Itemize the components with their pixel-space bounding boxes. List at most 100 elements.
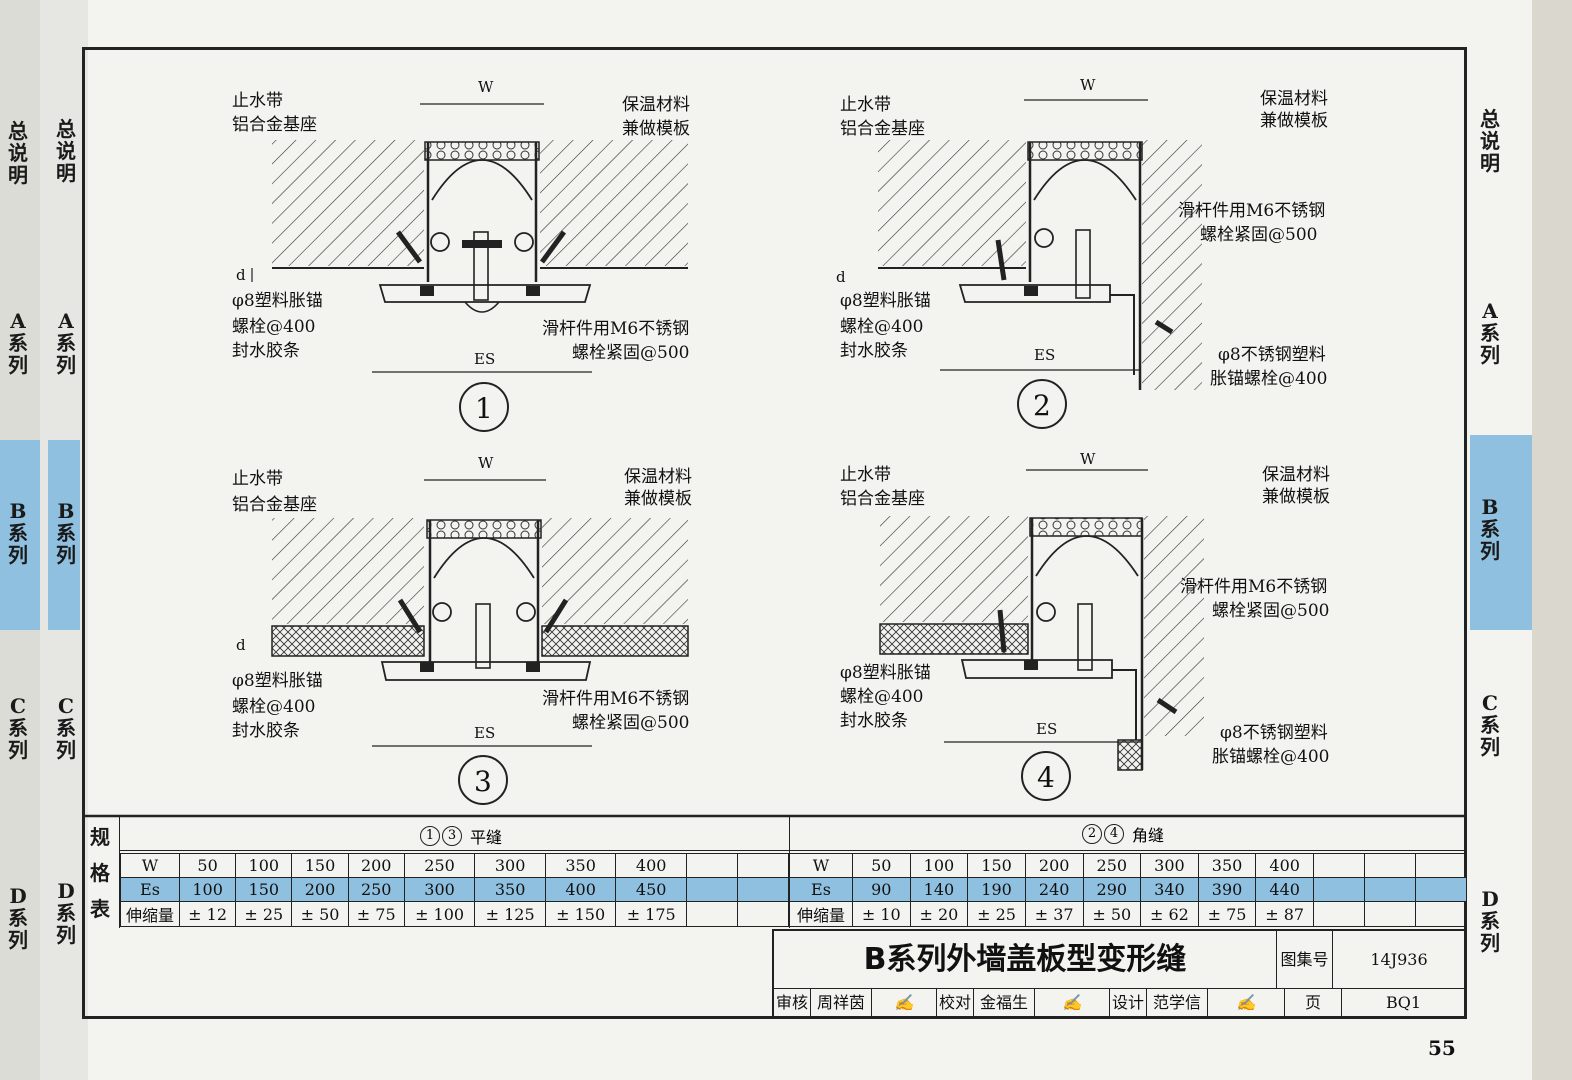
d3-bl-2: 螺栓@400	[232, 697, 315, 717]
corner-es-6: 340	[1140, 877, 1199, 902]
edge-tab-a: A系列	[8, 309, 28, 377]
corner-exp-4: ± 37	[1024, 901, 1084, 927]
tab-overview[interactable]: 总说明	[56, 117, 76, 185]
review-label: 审核	[774, 989, 811, 1017]
page-code: BQ1	[1385, 993, 1422, 1012]
d3-br-1: 滑杆件用M6不锈钢	[542, 689, 689, 709]
d4-tl-1: 止水带	[840, 465, 891, 485]
check-label: 校对	[937, 989, 974, 1017]
d3-dim-d: d	[236, 636, 246, 654]
d2-br-2: 胀锚螺栓@400	[1210, 369, 1327, 389]
right-tab-c-series[interactable]: C系列	[1480, 691, 1500, 759]
corner-exp-8: ± 87	[1255, 901, 1314, 927]
d4-br-1: φ8不锈钢塑料	[1220, 723, 1328, 743]
atlas-label: 图集号	[1277, 931, 1333, 989]
d4-tr-2: 兼做模板	[1262, 487, 1330, 507]
corner-exp-7: ± 75	[1197, 901, 1257, 927]
tab-a-series[interactable]: A系列	[56, 309, 76, 377]
d3-br-2: 螺栓紧固@500	[572, 713, 689, 733]
flat-header-text: 平缝	[470, 828, 503, 847]
spec-label-cell: 规 格 表	[82, 816, 120, 928]
corner-header-text: 角缝	[1132, 826, 1165, 845]
d3-tr-2: 兼做模板	[624, 489, 692, 509]
d2-dim-d: d	[836, 268, 846, 286]
d1-dim-es: ES	[474, 350, 495, 368]
checker-name: 金福生	[974, 989, 1035, 1017]
corner-w-8: 400	[1255, 853, 1314, 878]
flat-es-3: 200	[291, 877, 349, 902]
d2-mr-1: 滑杆件用M6不锈钢	[1178, 201, 1325, 221]
d3-tl-1: 止水带	[232, 469, 283, 489]
corner-w-6: 300	[1140, 853, 1199, 878]
corner-w-3: 150	[967, 853, 1026, 878]
detail-4	[879, 469, 1204, 771]
flat-es-5: 300	[403, 877, 476, 902]
right-blue-tab	[1470, 435, 1532, 630]
table-header-line	[120, 850, 1467, 851]
flat-exp-5: ± 100	[403, 901, 476, 927]
spec-label-2: 格	[90, 861, 110, 885]
detail-1	[251, 103, 688, 373]
corner-header-num-1: 2	[1082, 824, 1102, 844]
flat-exp-8: ± 175	[615, 901, 687, 927]
flat-es-label: Es	[120, 877, 180, 902]
d1-dim-d: d	[236, 266, 246, 284]
flat-spec-table: W 50 100 150 200 250 300 350 400 Es 100 …	[120, 853, 789, 927]
spec-label-3: 表	[90, 897, 110, 921]
signature-row: 审核 周祥茵 ✍ 校对 金福生 ✍ 设计 范学信 ✍ 页 BQ1	[774, 989, 1465, 1017]
flat-w-1: 50	[178, 853, 237, 878]
right-tab-overview[interactable]: 总说明	[1480, 107, 1500, 175]
corner-exp-label: 伸缩量	[789, 901, 853, 927]
corner-w-2: 100	[909, 853, 969, 878]
d4-number: 4	[1037, 761, 1055, 794]
right-tab-d-series[interactable]: D系列	[1480, 887, 1500, 955]
d2-bl-1: φ8塑料胀锚	[840, 291, 931, 311]
edge-tab-b: B系列	[8, 499, 28, 567]
d2-br-1: φ8不锈钢塑料	[1218, 345, 1326, 365]
detail-3	[271, 479, 689, 747]
right-tab-a-series[interactable]: A系列	[1480, 299, 1500, 367]
d2-mr-2: 螺栓紧固@500	[1200, 225, 1317, 245]
d4-br-2: 胀锚螺栓@400	[1212, 747, 1329, 767]
corner-es-label: Es	[789, 877, 853, 902]
d2-dim-es: ES	[1034, 346, 1055, 364]
corner-exp-3: ± 25	[967, 901, 1026, 927]
flat-exp-2: ± 25	[235, 901, 293, 927]
table-row: 伸缩量 ± 10 ± 20 ± 25 ± 37 ± 50 ± 62 ± 75 ±…	[789, 901, 1467, 927]
table-row: W 50 100 150 200 250 300 350 400	[120, 853, 789, 878]
design-label: 设计	[1110, 989, 1147, 1017]
d4-tl-2: 铝合金基座	[840, 489, 925, 509]
drawing-title: B系列外墙盖板型变形缝	[774, 931, 1277, 989]
d4-dim-w: W	[1080, 450, 1096, 468]
left-edge-blue-tab	[0, 440, 40, 630]
flat-es-4: 250	[347, 877, 405, 902]
flat-header: 1 3 平缝	[420, 824, 502, 848]
detail-2	[878, 99, 1202, 390]
d2-tl-2: 铝合金基座	[840, 119, 925, 139]
tab-b-series[interactable]: B系列	[56, 499, 76, 567]
corner-header: 2 4 角缝	[1082, 822, 1164, 846]
flat-w-8: 400	[615, 853, 687, 878]
d1-number: 1	[475, 392, 493, 425]
d3-dim-w: W	[478, 454, 494, 472]
spec-label-1: 规	[90, 825, 110, 849]
flat-exp-4: ± 75	[347, 901, 405, 927]
d2-tr-1: 保温材料	[1260, 89, 1328, 109]
edge-tab-overview: 总说明	[8, 119, 28, 187]
tab-d-series[interactable]: D系列	[56, 879, 76, 947]
d1-dim-w: W	[478, 78, 494, 96]
d4-bl-3: 封水胶条	[840, 711, 908, 731]
flat-exp-7: ± 150	[544, 901, 617, 927]
d4-dim-es: ES	[1036, 720, 1057, 738]
flat-w-label: W	[120, 853, 180, 878]
tab-c-series[interactable]: C系列	[56, 694, 76, 762]
edge-tab-d: D系列	[8, 884, 28, 952]
d2-tr-2: 兼做模板	[1260, 111, 1328, 131]
flat-es-6: 350	[474, 877, 546, 902]
flat-es-1: 100	[178, 877, 237, 902]
designer-signature: ✍	[1208, 989, 1285, 1017]
reviewer-name: 周祥茵	[811, 989, 872, 1017]
right-tab-b-series[interactable]: B系列	[1480, 495, 1500, 563]
flat-w-5: 250	[403, 853, 476, 878]
